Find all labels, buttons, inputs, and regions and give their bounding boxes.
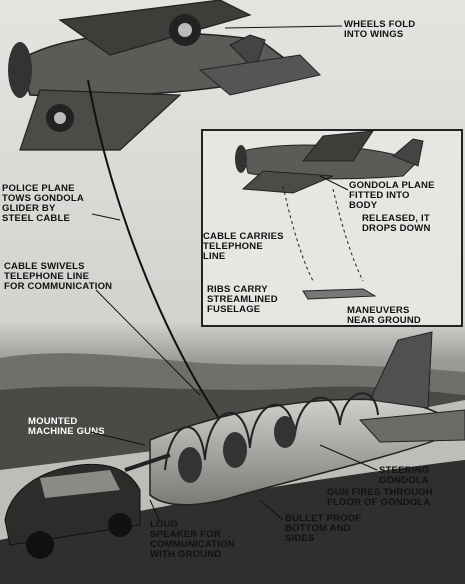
label-cable-carries: CABLE CARRIES TELEPHONE LINE bbox=[203, 231, 284, 262]
propeller bbox=[8, 42, 32, 98]
police-plane bbox=[8, 0, 321, 151]
label-maneuvers: MANEUVERS NEAR GROUND bbox=[347, 305, 421, 326]
upper-wing bbox=[58, 0, 252, 56]
drop-path bbox=[282, 185, 364, 282]
label-wheels-fold: WHEELS FOLD INTO WINGS bbox=[344, 19, 416, 40]
label-ribs-carry: RIBS CARRY STREAMLINED FUSELAGE bbox=[207, 284, 278, 315]
label-gondola-plane: GONDOLA PLANE FITTED INTO BODY bbox=[349, 180, 435, 211]
label-loud-speaker: LOUD SPEAKER FOR COMMUNICATION WITH GROU… bbox=[150, 519, 235, 560]
gondola-crew bbox=[223, 432, 247, 468]
police-car bbox=[4, 463, 141, 559]
foreground-ground bbox=[0, 460, 465, 584]
gondola-tail-fin bbox=[369, 331, 433, 409]
label-gun-fires: GUN FIRES THROUGH FLOOR OF GONDOLA bbox=[327, 487, 433, 508]
label-cable-swivels: CABLE SWIVELS TELEPHONE LINE FOR COMMUNI… bbox=[4, 261, 113, 292]
car-wheel bbox=[26, 531, 54, 559]
label-police-plane: POLICE PLANE TOWS GONDOLA GLIDER BY STEE… bbox=[2, 183, 84, 224]
label-released: RELEASED, IT DROPS DOWN bbox=[362, 213, 431, 234]
tail-plane bbox=[198, 54, 321, 96]
inset-plane bbox=[235, 131, 424, 194]
gondola-tail-plane bbox=[358, 409, 465, 443]
machine-gun bbox=[124, 453, 171, 472]
label-bullet-proof: BULLET PROOF BOTTOM AND SIDES bbox=[285, 513, 362, 544]
gondola-glider bbox=[124, 331, 465, 506]
inset-artwork bbox=[203, 131, 461, 325]
label-mounted-guns: MOUNTED MACHINE GUNS bbox=[28, 416, 105, 437]
inset-diagram-frame bbox=[201, 129, 463, 327]
inset-gondola bbox=[302, 288, 377, 300]
label-steering: STEERING GONDOLA bbox=[379, 465, 430, 486]
